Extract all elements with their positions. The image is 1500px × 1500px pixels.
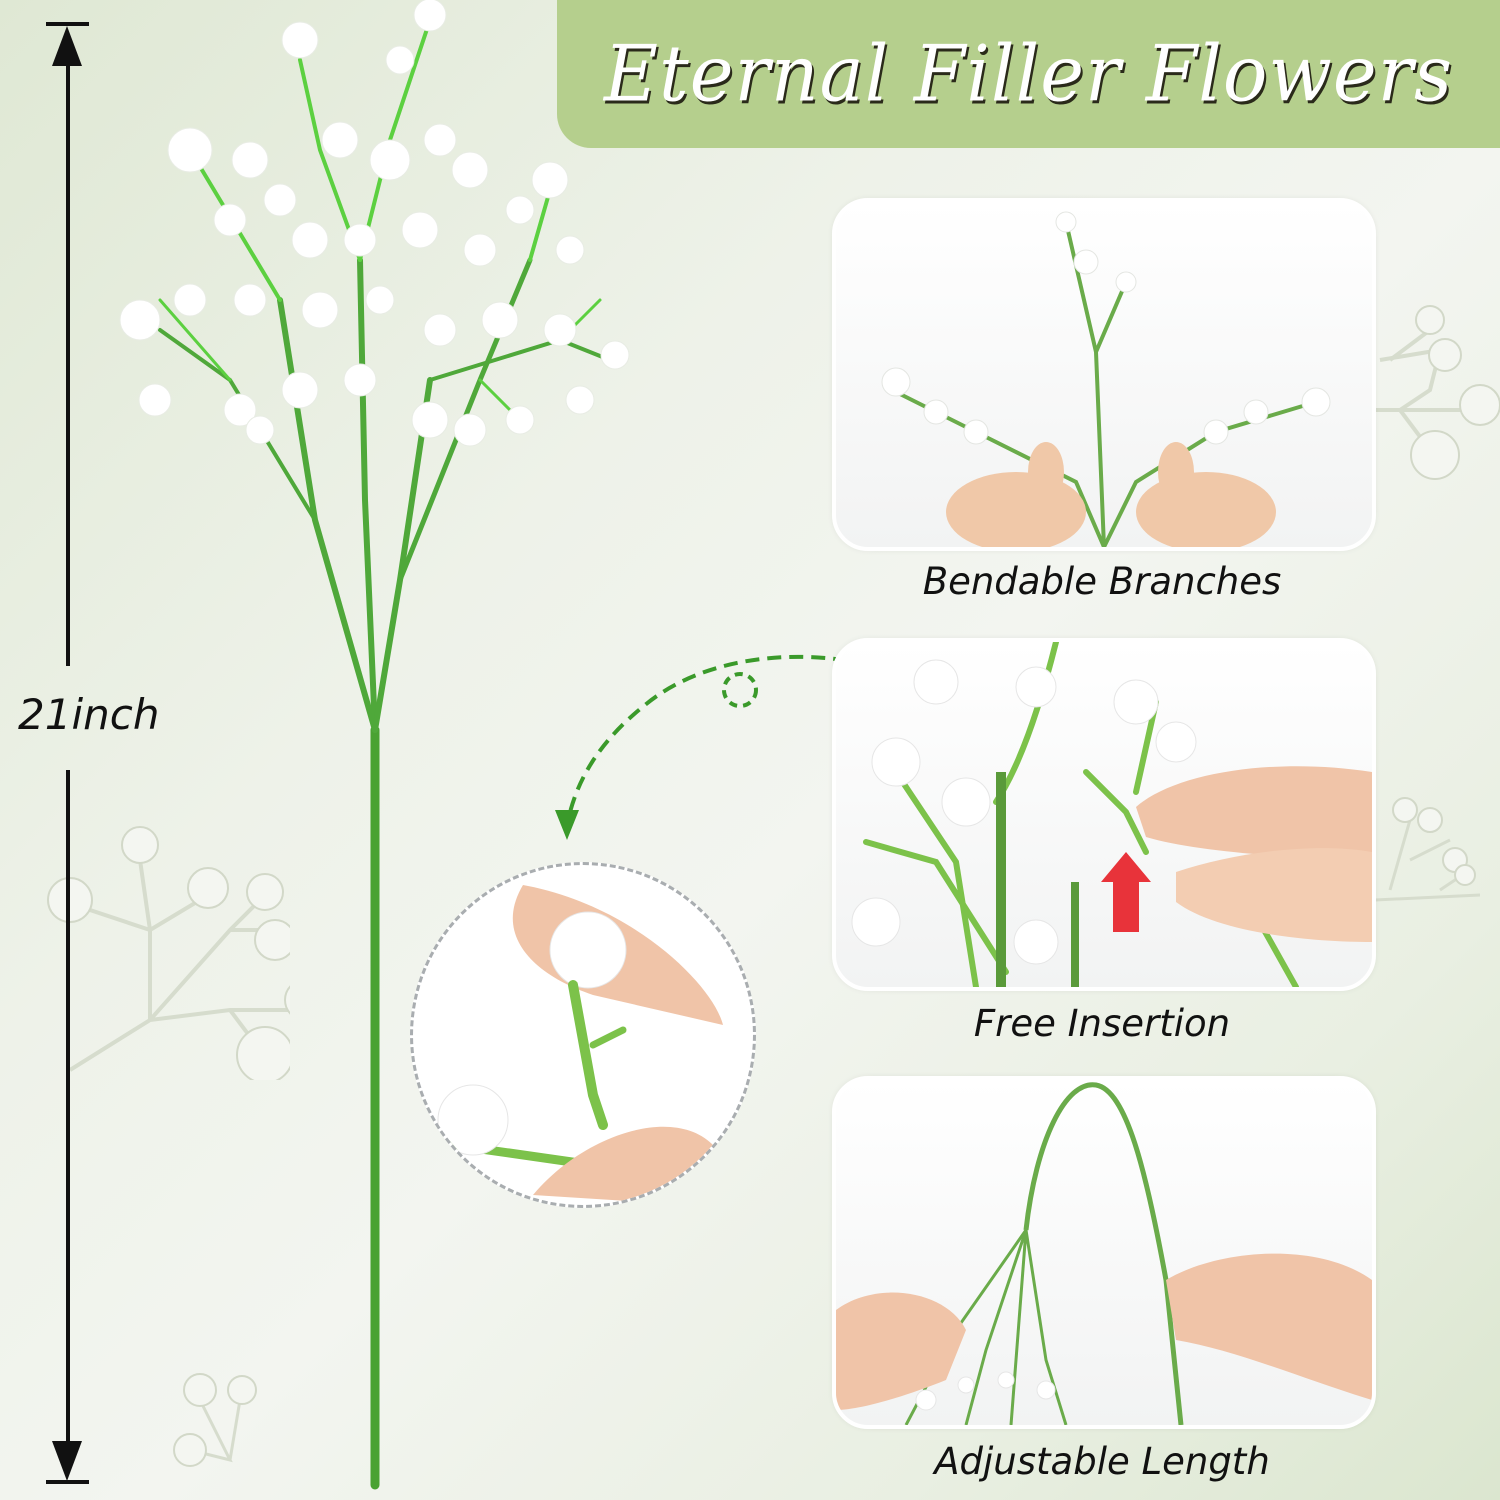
feature-image-free-insertion (832, 638, 1376, 991)
background-flower-sprig-right-bottom (1374, 797, 1481, 902)
measure-line-bottom (66, 770, 70, 1442)
feature-image-bendable-branches (832, 198, 1376, 551)
detail-circle-inset (410, 862, 756, 1208)
measure-bottom-cap (46, 1480, 89, 1484)
page-title: Eternal Filler Flowers (604, 28, 1453, 120)
free-insertion-photo (851, 642, 1372, 987)
adjustable-length-photo (836, 1082, 1372, 1425)
caption-free-insertion: Free Insertion (973, 1002, 1231, 1045)
bendable-branches-photo (881, 211, 1331, 547)
measure-top-cap (46, 22, 89, 26)
arrow-up-icon (52, 26, 82, 66)
caption-bendable-branches: Bendable Branches (922, 560, 1282, 603)
arrow-down-icon (52, 1441, 82, 1481)
caption-adjustable-length: Adjustable Length (934, 1440, 1270, 1483)
background-flower-sprig-bottom-left (173, 1373, 257, 1467)
length-label: 21inch (18, 690, 160, 739)
baby-breath-flower-stem (119, 0, 630, 1490)
feature-image-adjustable-length (832, 1076, 1376, 1429)
red-up-arrow-icon (1101, 852, 1151, 932)
flower-insertion-detail-photo (437, 885, 723, 1205)
background-flower-sprig-right-top (1370, 305, 1500, 480)
background-flower-sprig-left (47, 826, 290, 1080)
title-banner: Eternal Filler Flowers (557, 0, 1500, 148)
measure-line-top (66, 64, 70, 666)
curved-dashed-arrow-icon (555, 654, 891, 840)
